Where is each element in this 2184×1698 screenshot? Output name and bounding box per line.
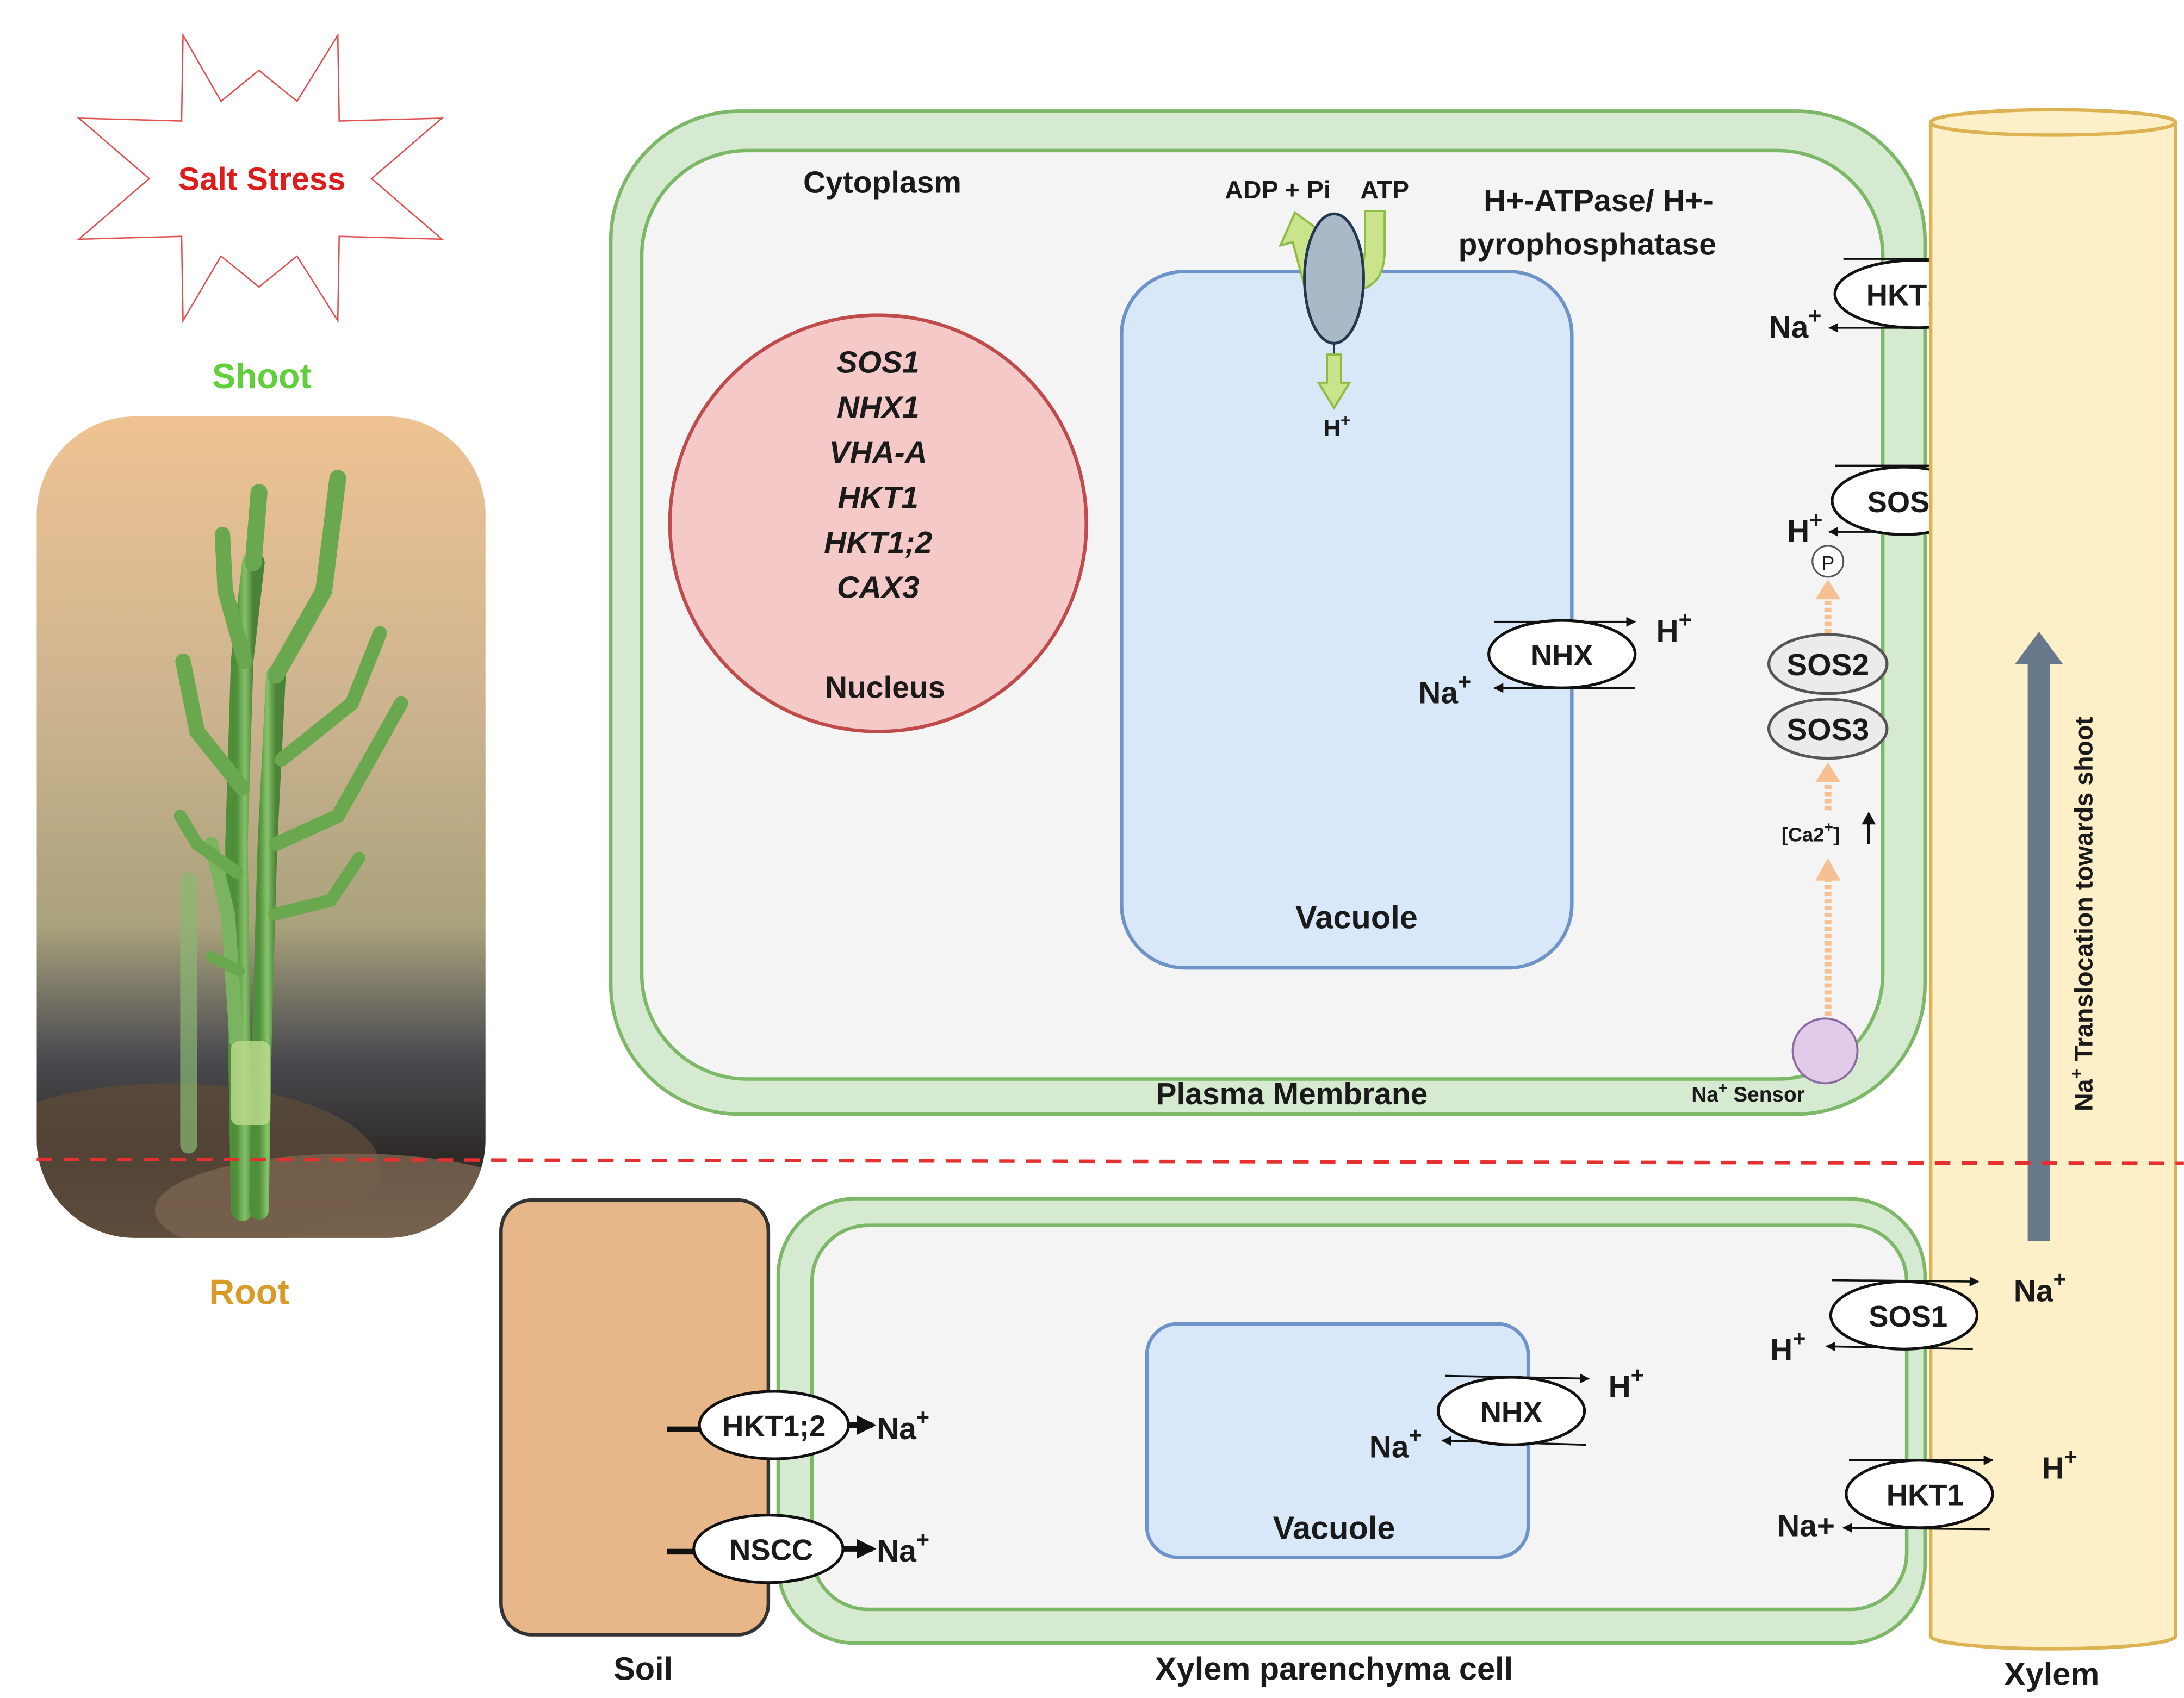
atp-label: ATP [1360, 176, 1409, 204]
nucleus-label: Nucleus [825, 670, 945, 705]
pump-h-ion: H+ [1323, 411, 1350, 441]
upper-nhx-transporter [1487, 619, 1637, 689]
adp-pi-label: ADP + Pi [1225, 176, 1331, 204]
lower-nhx-transporter [1436, 1376, 1586, 1446]
nucleus-gene-2: VHA-A [829, 435, 927, 470]
calcium-increase-arrow [1862, 811, 1876, 844]
xylem-top [1928, 108, 2177, 137]
lower-sos1-transporter [1829, 1280, 1979, 1351]
lower-nhx-na-ion: Na+ [1369, 1423, 1422, 1465]
soil-label: Soil [613, 1650, 673, 1687]
signal-arrow-calcium-to-sos3 [1815, 762, 1841, 811]
lower-sos1-na-ion: Na+ [2014, 1267, 2067, 1308]
proton-pump-channel [1303, 212, 1365, 345]
lower-sos1-name: SOS1 [1869, 1300, 1947, 1333]
nucleus [668, 313, 1088, 733]
calcium-label: [Ca2+] [1782, 819, 1840, 846]
nscc-channel [692, 1514, 845, 1584]
nucleus-gene-0: SOS1 [837, 345, 920, 380]
xylem-label: Xylem [2004, 1656, 2099, 1693]
salt-stress-star [77, 32, 444, 324]
proton-pump-h-arrow [1317, 353, 1351, 410]
nucleus-gene-1: NHX1 [837, 390, 920, 425]
lower-cell-label: Xylem parenchyma cell [1155, 1650, 1513, 1687]
lower-hkt1-name: HKT1 [1887, 1479, 1964, 1512]
lower-hkt1-transporter [1845, 1459, 1994, 1529]
translocation-arrow [2015, 631, 2063, 1241]
upper-nhx-na-ion: Na+ [1418, 669, 1471, 711]
plant-photo [36, 416, 486, 1238]
plasma-membrane-label: Plasma Membrane [1156, 1077, 1428, 1111]
upper-sos1-h-ion: H+ [1787, 507, 1822, 549]
lower-hkt1-na-ion: Na+ [1777, 1508, 1835, 1543]
upper-vacuole-label: Vacuole [1295, 899, 1418, 936]
lower-nhx-h-ion: H+ [1609, 1363, 1644, 1404]
sos3-label: SOS3 [1786, 712, 1869, 747]
shoot-label: Shoot [212, 356, 312, 396]
upper-hkt12-na-ion: Na+ [1769, 303, 1822, 345]
nscc-na-ion: Na+ [877, 1527, 929, 1569]
cytoplasm-label: Cytoplasm [803, 165, 961, 200]
nucleus-gene-4: HKT1;2 [824, 525, 933, 560]
nucleus-gene-5: CAX3 [837, 570, 920, 605]
lower-hkt12-na-ion: Na+ [877, 1405, 929, 1446]
signal-arrow-sos2-to-sos1 [1815, 580, 1841, 633]
lower-nhx-name: NHX [1480, 1396, 1543, 1429]
translocation-label: Na+ Translocation towards shoot [2067, 717, 2098, 1111]
na-sensor-label: Na+ Sensor [1691, 1079, 1805, 1106]
sos2-protein [1767, 633, 1889, 695]
sos2-label: SOS2 [1786, 648, 1869, 682]
sos3-protein [1767, 698, 1889, 760]
shoot-root-divider [36, 1157, 2184, 1166]
upper-nhx-name: NHX [1531, 639, 1593, 672]
upper-nhx-h-ion: H+ [1656, 607, 1692, 649]
xylem-vessel [1928, 122, 2177, 1651]
phosphate-marker [1811, 545, 1845, 578]
na-sensor [1791, 1017, 1859, 1085]
upper-vacuole [1120, 270, 1574, 970]
signal-arrow-sensor-to-calcium [1815, 858, 1841, 1016]
salt-stress-label: Salt Stress [178, 160, 346, 197]
pump-label-line2: pyrophosphatase [1459, 227, 1716, 262]
root-label: Root [209, 1272, 289, 1312]
lower-hkt12-transporter [698, 1390, 850, 1460]
lower-hkt12-name: HKT1;2 [722, 1410, 826, 1443]
phosphate-label: P [1821, 552, 1834, 574]
lower-vacuole-label: Vacuole [1273, 1510, 1395, 1546]
pump-label-line1: H+-ATPase/ H+- [1484, 183, 1714, 218]
nucleus-gene-3: HKT1 [837, 480, 919, 515]
lower-hkt1-h-ion: H+ [2042, 1444, 2077, 1485]
proton-pump [1279, 210, 1386, 410]
lower-sos1-h-ion: H+ [1770, 1326, 1805, 1367]
nscc-name: NSCC [729, 1533, 813, 1566]
